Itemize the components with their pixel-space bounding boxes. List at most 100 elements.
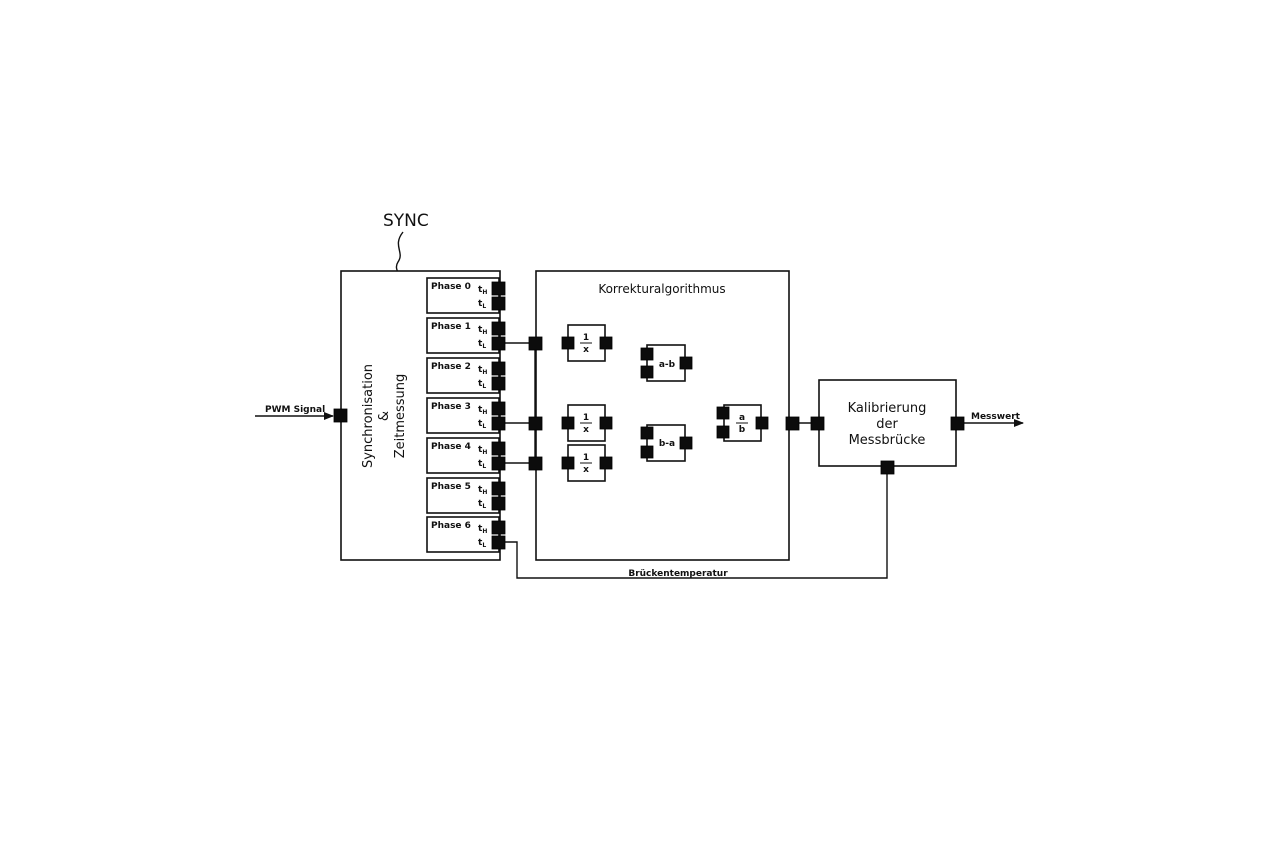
port-phase6-th (491, 520, 506, 535)
port-phase5-th (491, 481, 506, 496)
port-div-in2 (716, 425, 730, 439)
calibration-line1: Kalibrierung (848, 401, 927, 416)
tl-subscript: L (482, 542, 486, 549)
port-phase3-th (491, 401, 506, 416)
tl-subscript: L (482, 343, 486, 350)
port-phase5-tl (491, 496, 506, 511)
th-subscript: H (482, 409, 487, 416)
reciprocal-numerator: 1 (583, 453, 589, 463)
phase-label: Phase 5 (431, 482, 471, 492)
port-div-in1 (716, 406, 730, 420)
phase-box: Phase 0 tH tL (426, 277, 500, 314)
port-phase2-tl (491, 376, 506, 391)
tl-subscript: L (482, 503, 486, 510)
tl-label: t (478, 299, 483, 309)
port-phase0-tl (491, 296, 506, 311)
port-phase2-th (491, 361, 506, 376)
th-subscript: H (482, 449, 487, 456)
th-subscript: H (482, 289, 487, 296)
svg-text:tH: tH (478, 365, 487, 376)
reciprocal-denominator: x (583, 425, 589, 435)
phase-label: Phase 3 (431, 402, 471, 412)
port-calibration-out (950, 416, 965, 431)
port-calibration-temp (880, 460, 895, 475)
reciprocal-denominator: x (583, 465, 589, 475)
ports (333, 281, 965, 550)
th-label: t (478, 405, 483, 415)
svg-text:tH: tH (478, 405, 487, 416)
th-label: t (478, 325, 483, 335)
tl-label: t (478, 459, 483, 469)
th-label: t (478, 485, 483, 495)
messwert-label: Messwert (971, 412, 1021, 422)
wire-temperature-feedback (505, 468, 888, 579)
temperature-label: Brückentemperatur (628, 569, 728, 579)
svg-text:tL: tL (478, 499, 486, 510)
port-phase3-tl (491, 416, 506, 431)
svg-text:tH: tH (478, 325, 487, 336)
svg-text:tL: tL (478, 299, 486, 310)
th-subscript: H (482, 489, 487, 496)
svg-text:tH: tH (478, 285, 487, 296)
svg-text:tL: tL (478, 459, 486, 470)
sync-title-line3: Zeitmessung (393, 374, 408, 459)
phase-box: Phase 2 tH tL (426, 357, 500, 394)
division-denominator: b (739, 425, 746, 435)
correction-title: Korrekturalgorithmus (598, 282, 725, 296)
phase-box: Phase 4 tH tL (426, 437, 500, 474)
phase-label: Phase 6 (431, 521, 471, 531)
tl-subscript: L (482, 463, 486, 470)
phase-label: Phase 4 (431, 442, 471, 452)
reciprocal-numerator: 1 (583, 413, 589, 423)
svg-text:tL: tL (478, 538, 486, 549)
port-sub-ab-out (679, 356, 693, 370)
svg-text:tL: tL (478, 379, 486, 390)
svg-text:tL: tL (478, 339, 486, 350)
th-subscript: H (482, 369, 487, 376)
sync-callout-label: SYNC (383, 211, 429, 231)
port-div-out (755, 416, 769, 430)
phase-box: Phase 1 tH tL (426, 317, 500, 354)
phase-box: Phase 6 tH tL (426, 516, 500, 553)
port-phase1-tl (491, 336, 506, 351)
port-phase0-th (491, 281, 506, 296)
port-sub-ba-out (679, 436, 693, 450)
phase-label: Phase 1 (431, 322, 471, 332)
tl-label: t (478, 538, 483, 548)
port-correction-in1 (528, 336, 543, 351)
port-pwm-input (333, 408, 348, 423)
port-sub-ab-in1 (640, 347, 654, 361)
th-subscript: H (482, 329, 487, 336)
port-recip3-in (561, 456, 575, 470)
tl-subscript: L (482, 303, 486, 310)
reciprocal-box-3: 1 x (567, 444, 606, 482)
pwm-signal-label: PWM Signal (265, 405, 325, 415)
port-recip2-out (599, 416, 613, 430)
th-subscript: H (482, 528, 487, 535)
port-correction-in2 (528, 416, 543, 431)
sync-title-line2: & (377, 411, 392, 421)
port-correction-out (785, 416, 800, 431)
port-recip2-in (561, 416, 575, 430)
port-recip1-out (599, 336, 613, 350)
tl-label: t (478, 339, 483, 349)
th-label: t (478, 285, 483, 295)
port-calibration-in (810, 416, 825, 431)
subtract-ba-label: b-a (659, 439, 675, 449)
tl-label: t (478, 419, 483, 429)
th-label: t (478, 365, 483, 375)
svg-text:tH: tH (478, 485, 487, 496)
phase-label: Phase 2 (431, 362, 471, 372)
port-phase6-tl (491, 535, 506, 550)
calibration-block (818, 379, 957, 467)
th-label: t (478, 445, 483, 455)
phase-box: Phase 3 tH tL (426, 397, 500, 434)
sync-title-line1: Synchronisation (361, 364, 376, 468)
tl-label: t (478, 379, 483, 389)
port-phase4-th (491, 441, 506, 456)
calibration-line2: der (876, 417, 898, 432)
port-sub-ba-in2 (640, 445, 654, 459)
port-sub-ab-in2 (640, 365, 654, 379)
calibration-line3: Messbrücke (849, 433, 926, 448)
